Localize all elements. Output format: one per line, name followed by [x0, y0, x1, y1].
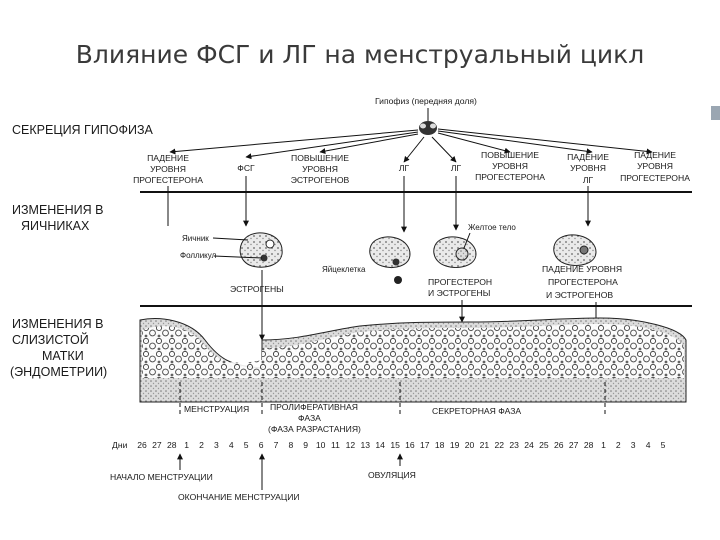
day-tick-label: 6 [259, 440, 264, 450]
day-tick-label: 11 [331, 440, 340, 450]
estrogen-rise-line3: ЭСТРОГЕНОВ [291, 175, 350, 185]
ovary-corpus-luteum-icon [433, 236, 477, 268]
day-tick-label: 10 [316, 440, 326, 450]
day-tick-label: 20 [465, 440, 475, 450]
day-tick-label: 1 [184, 440, 189, 450]
day-tick-label: 3 [214, 440, 219, 450]
follicle-label: Фолликул [180, 251, 217, 260]
lh-label-2: ЛГ [451, 163, 462, 173]
prog-estro-line1: ПРОГЕСТЕРОН [428, 277, 492, 287]
day-tick-label: 7 [274, 440, 279, 450]
day-tick-label: 27 [569, 440, 579, 450]
estrogen-rise-line2: УРОВНЯ [302, 164, 338, 174]
day-tick-label: 12 [346, 440, 356, 450]
section-ovary-line2: ЯИЧНИКАХ [21, 219, 90, 233]
day-tick-label: 27 [152, 440, 162, 450]
event-arrows [177, 453, 403, 490]
ovary-ovulating-icon [369, 236, 411, 284]
day-tick-label: 17 [420, 440, 430, 450]
day-tick-label: 28 [584, 440, 594, 450]
phase-proliferative-line2: ФАЗА [298, 413, 321, 423]
section-endometrium-line1: ИЗМЕНЕНИЯ В [12, 317, 104, 331]
phase-proliferative-line3: (ФАЗА РАЗРАСТАНИЯ) [268, 424, 361, 434]
ovary-label: Яичник [182, 234, 209, 243]
ovary-follicle-icon [239, 232, 283, 268]
section-endometrium-line3: МАТКИ [42, 349, 84, 363]
fall-lh-line1: ПАДЕНИЕ [567, 152, 609, 162]
fall-prog-estro-line1: ПАДЕНИЕ УРОВНЯ [542, 264, 622, 274]
estrogen-rise-line1: ПОВЫШЕНИЕ [291, 153, 349, 163]
slide-title: Влияние ФСГ и ЛГ на менструальный цикл [75, 40, 645, 69]
day-tick-label: 8 [289, 440, 294, 450]
progesterone-fall-1-line1: ПАДЕНИЕ [147, 153, 189, 163]
day-tick-label: 26 [137, 440, 147, 450]
day-tick-label: 25 [539, 440, 549, 450]
fall-lh-line2: УРОВНЯ [570, 163, 606, 173]
day-tick-label: 28 [167, 440, 177, 450]
slide-corner-mark [711, 106, 720, 120]
progesterone-fall-2-line2: УРОВНЯ [637, 161, 673, 171]
day-tick-label: 5 [244, 440, 249, 450]
progesterone-fall-2-line1: ПАДЕНИЕ [634, 150, 676, 160]
day-tick-label: 15 [390, 440, 400, 450]
pituitary-gland-icon [419, 108, 437, 135]
pituitary-label: Гипофиз (передняя доля) [375, 96, 477, 106]
day-tick-label: 2 [199, 440, 204, 450]
progesterone-fall-1-line2: УРОВНЯ [150, 164, 186, 174]
day-tick-label: 4 [229, 440, 234, 450]
event-menstruation-start: НАЧАЛО МЕНСТРУАЦИИ [110, 472, 213, 482]
estrogens-label: ЭСТРОГЕНЫ [230, 284, 284, 294]
event-ovulation: ОВУЛЯЦИЯ [368, 470, 416, 480]
day-tick-label: 24 [524, 440, 534, 450]
day-tick-label: 2 [616, 440, 621, 450]
progesterone-fall-2-line3: ПРОГЕСТЕРОНА [620, 173, 690, 183]
section-endometrium-line2: СЛИЗИСТОЙ [12, 332, 89, 347]
phase-menstruation: МЕНСТРУАЦИЯ [184, 404, 249, 414]
fall-prog-estro-line2: ПРОГЕСТЕРОНА [548, 277, 618, 287]
corpus-luteum-label: Желтое тело [468, 223, 516, 232]
day-tick-label: 13 [361, 440, 371, 450]
days-axis-label: Дни [112, 440, 128, 450]
progesterone-rise-line3: ПРОГЕСТЕРОНА [475, 172, 545, 182]
event-menstruation-end: ОКОНЧАНИЕ МЕНСТРУАЦИИ [178, 492, 300, 502]
endometrium-illustration [139, 317, 687, 403]
day-tick-label: 14 [375, 440, 385, 450]
fsh-label: ФСГ [237, 163, 255, 173]
section-ovary-line1: ИЗМЕНЕНИЯ В [12, 203, 104, 217]
phase-boundaries [179, 382, 606, 416]
section-endometrium-line4: (ЭНДОМЕТРИИ) [10, 365, 107, 379]
day-tick-label: 4 [646, 440, 651, 450]
phase-secretory: СЕКРЕТОРНАЯ ФАЗА [432, 406, 521, 416]
secretion-arrows [169, 128, 653, 163]
prog-estro-line2: И ЭСТРОГЕНЫ [428, 288, 490, 298]
day-tick-label: 19 [450, 440, 460, 450]
section-secretion: СЕКРЕЦИЯ ГИПОФИЗА [12, 123, 154, 137]
egg-label: Яйцеклетка [322, 265, 366, 274]
day-tick-label: 9 [303, 440, 308, 450]
progesterone-fall-1-line3: ПРОГЕСТЕРОНА [133, 175, 203, 185]
fall-prog-estro-line3: И ЭСТРОГЕНОВ [546, 290, 613, 300]
fall-lh-line3: ЛГ [583, 175, 594, 185]
day-tick-label: 5 [661, 440, 666, 450]
day-tick-label: 18 [435, 440, 445, 450]
ovary-arrows [167, 176, 591, 233]
phase-proliferative-line1: ПРОЛИФЕРАТИВНАЯ [270, 402, 358, 412]
day-tick-label: 16 [405, 440, 415, 450]
day-tick-label: 3 [631, 440, 636, 450]
progesterone-rise-line2: УРОВНЯ [492, 161, 528, 171]
lh-label-1: ЛГ [399, 163, 410, 173]
day-tick-label: 1 [601, 440, 606, 450]
day-tick-label: 23 [509, 440, 519, 450]
day-tick-label: 26 [554, 440, 564, 450]
day-tick-label: 22 [495, 440, 505, 450]
day-tick-label: 21 [480, 440, 490, 450]
ovary-regressing-icon [553, 234, 597, 266]
progesterone-rise-line1: ПОВЫШЕНИЕ [481, 150, 539, 160]
